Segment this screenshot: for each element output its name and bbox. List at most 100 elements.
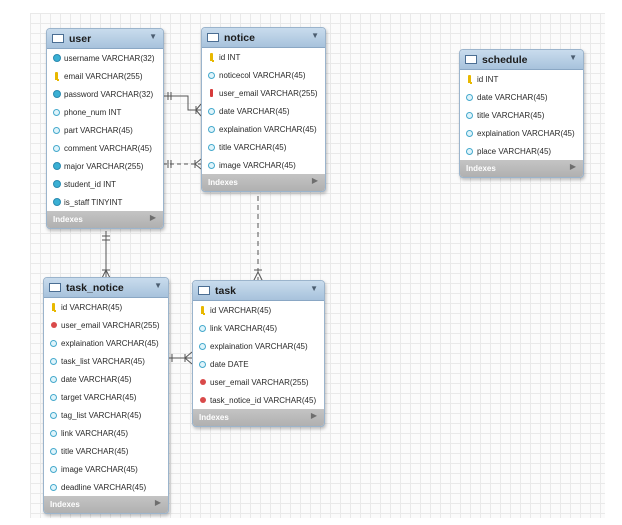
column-row[interactable]: image VARCHAR(45) [202,156,325,174]
indexes-label: Indexes [50,500,80,509]
column-row[interactable]: target VARCHAR(45) [44,388,168,406]
column-row[interactable]: major VARCHAR(255) [47,157,163,175]
column-row[interactable]: part VARCHAR(45) [47,121,163,139]
indexes-section[interactable]: Indexes ▶ [44,496,168,513]
column-row[interactable]: id VARCHAR(45) [193,301,324,319]
column-label: comment VARCHAR(45) [64,143,152,153]
indexes-label: Indexes [208,178,238,187]
column-label: id VARCHAR(45) [61,302,123,312]
column-label: password VARCHAR(32) [64,89,154,99]
foreign-key-icon [197,377,208,387]
primary-key-icon [197,305,208,315]
column-row[interactable]: date VARCHAR(45) [202,102,325,120]
indexes-section[interactable]: Indexes ▶ [47,211,163,228]
column-label: date DATE [210,359,249,369]
column-row[interactable]: task_notice_id VARCHAR(45) [193,391,324,409]
column-row[interactable]: link VARCHAR(45) [193,319,324,337]
column-row[interactable]: password VARCHAR(32) [47,85,163,103]
column-label: email VARCHAR(255) [64,71,143,81]
column-row[interactable]: title VARCHAR(45) [202,138,325,156]
column-row[interactable]: title VARCHAR(45) [460,106,583,124]
column-icon [464,110,475,120]
primary-key-icon [48,302,59,312]
column-row[interactable]: user_email VARCHAR(255) [44,316,168,334]
not-null-column-icon [51,197,62,207]
column-label: place VARCHAR(45) [477,146,552,156]
column-label: title VARCHAR(45) [477,110,545,120]
column-row[interactable]: place VARCHAR(45) [460,142,583,160]
table-user[interactable]: user ▼ username VARCHAR(32) email VARCHAR… [46,28,164,229]
table-title: user [69,32,92,45]
table-header[interactable]: task_notice ▼ [44,278,168,298]
column-row[interactable]: phone_num INT [47,103,163,121]
indexes-section[interactable]: Indexes ▶ [460,160,583,177]
column-row[interactable]: task_list VARCHAR(45) [44,352,168,370]
column-icon [51,107,62,117]
table-header[interactable]: user ▼ [47,29,163,49]
foreign-key-icon [206,88,217,98]
column-icon [48,374,59,384]
column-label: task_list VARCHAR(45) [61,356,145,366]
column-row[interactable]: username VARCHAR(32) [47,49,163,67]
table-task[interactable]: task ▼ id VARCHAR(45) link VARCHAR(45) exp… [192,280,325,427]
foreign-key-icon [48,320,59,330]
collapse-arrow-icon[interactable]: ▼ [569,53,577,62]
column-row[interactable]: date VARCHAR(45) [44,370,168,388]
column-label: link VARCHAR(45) [210,323,277,333]
table-title: notice [224,31,255,44]
column-row[interactable]: id VARCHAR(45) [44,298,168,316]
expand-arrow-icon[interactable]: ▶ [569,162,576,171]
collapse-arrow-icon[interactable]: ▼ [149,32,157,41]
table-schedule[interactable]: schedule ▼ id INT date VARCHAR(45) title V… [459,49,584,178]
collapse-arrow-icon[interactable]: ▼ [311,31,319,40]
column-icon [197,359,208,369]
indexes-section[interactable]: Indexes ▶ [193,409,324,426]
column-icon [48,338,59,348]
indexes-section[interactable]: Indexes ▶ [202,174,325,191]
column-row[interactable]: tag_list VARCHAR(45) [44,406,168,424]
expand-arrow-icon[interactable]: ▶ [149,213,156,222]
column-row[interactable]: user_email VARCHAR(255) [193,373,324,391]
column-row[interactable]: title VARCHAR(45) [44,442,168,460]
column-label: image VARCHAR(45) [219,160,296,170]
expand-arrow-icon[interactable]: ▶ [311,176,318,185]
column-label: is_staff TINYINT [64,197,123,207]
column-label: id INT [477,74,499,84]
column-row[interactable]: date VARCHAR(45) [460,88,583,106]
column-label: title VARCHAR(45) [61,446,129,456]
column-icon [51,143,62,153]
column-row[interactable]: comment VARCHAR(45) [47,139,163,157]
column-row[interactable]: user_email VARCHAR(255) [202,84,325,102]
column-row[interactable]: deadline VARCHAR(45) [44,478,168,496]
column-label: user_email VARCHAR(255) [219,88,318,98]
column-row[interactable]: date DATE [193,355,324,373]
table-icon [207,33,219,42]
primary-key-icon [464,74,475,84]
expand-arrow-icon[interactable]: ▶ [154,498,161,507]
column-row[interactable]: image VARCHAR(45) [44,460,168,478]
collapse-arrow-icon[interactable]: ▼ [154,281,162,290]
column-row[interactable]: noticecol VARCHAR(45) [202,66,325,84]
rel-user-notice-identifying [163,95,201,111]
column-row[interactable]: explaination VARCHAR(45) [202,120,325,138]
column-row[interactable]: explaination VARCHAR(45) [44,334,168,352]
column-row[interactable]: id INT [460,70,583,88]
column-row[interactable]: explaination VARCHAR(45) [460,124,583,142]
table-task-notice[interactable]: task_notice ▼ id VARCHAR(45) user_email V… [43,277,169,514]
table-header[interactable]: notice ▼ [202,28,325,48]
column-row[interactable]: email VARCHAR(255) [47,67,163,85]
column-row[interactable]: id INT [202,48,325,66]
column-row[interactable]: link VARCHAR(45) [44,424,168,442]
column-row[interactable]: is_staff TINYINT [47,193,163,211]
expand-arrow-icon[interactable]: ▶ [310,411,317,420]
table-header[interactable]: task ▼ [193,281,324,301]
column-icon [206,160,217,170]
column-row[interactable]: student_id INT [47,175,163,193]
table-header[interactable]: schedule ▼ [460,50,583,70]
not-null-column-icon [51,161,62,171]
column-row[interactable]: explaination VARCHAR(45) [193,337,324,355]
table-title: task_notice [66,281,124,294]
collapse-arrow-icon[interactable]: ▼ [310,284,318,293]
